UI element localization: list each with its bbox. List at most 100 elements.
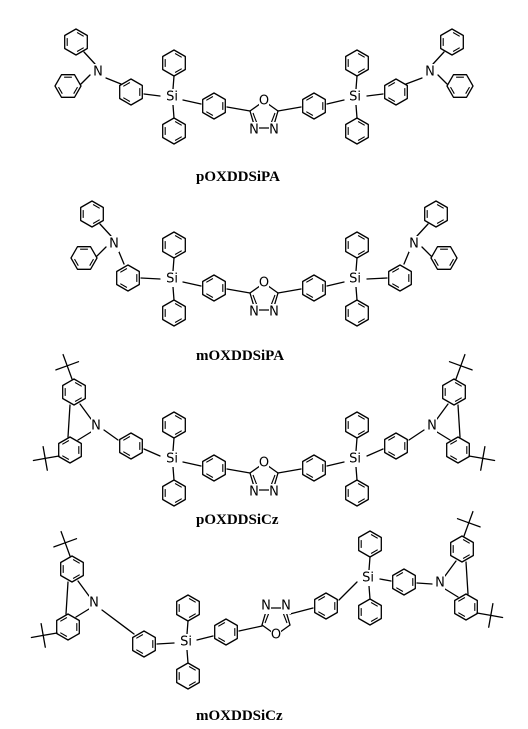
double-bond xyxy=(465,86,470,94)
double-bond xyxy=(357,136,365,141)
bond xyxy=(355,104,358,119)
double-bond xyxy=(174,121,182,126)
benzene-ring xyxy=(345,299,369,327)
bond xyxy=(118,251,125,265)
bond xyxy=(77,431,92,441)
double-bond xyxy=(388,451,396,456)
double-bond xyxy=(136,649,144,654)
bond xyxy=(456,518,470,524)
bond xyxy=(460,365,473,371)
double-bond xyxy=(357,53,365,58)
nitrogen-atom: N xyxy=(249,305,259,320)
double-bond xyxy=(188,613,196,618)
double-bond xyxy=(452,47,460,52)
double-bond xyxy=(370,534,378,539)
nitrogen-atom-knockout xyxy=(425,64,435,80)
bond xyxy=(226,468,251,474)
bond xyxy=(326,461,345,467)
bond-layer xyxy=(30,28,504,690)
double-bond xyxy=(76,47,84,52)
benzene-ring xyxy=(446,74,474,98)
bond xyxy=(379,578,392,582)
benzene-ring xyxy=(162,49,186,77)
nitrogen-atom-knockout xyxy=(269,484,279,500)
silicon-atom-knockout xyxy=(359,570,377,586)
double-bond xyxy=(73,86,78,94)
nitrogen-atom-knockout xyxy=(409,236,419,252)
bond xyxy=(66,365,73,380)
double-bond xyxy=(174,136,182,141)
double-bond xyxy=(462,539,470,544)
nitrogen-atom: N xyxy=(269,485,279,500)
bond xyxy=(172,466,175,481)
nitrogen-atom: N xyxy=(269,123,279,138)
double-bond xyxy=(120,268,128,273)
bond xyxy=(238,625,263,632)
double-bond xyxy=(449,258,454,266)
silicon-atom-knockout xyxy=(163,271,181,287)
silicon-atom-knockout xyxy=(346,451,364,467)
nitrogen-atom: N xyxy=(109,237,119,252)
double-bond xyxy=(357,235,365,240)
benzene-ring xyxy=(314,592,338,620)
benzene-ring xyxy=(132,630,156,658)
benzene-ring xyxy=(384,78,408,106)
benzene-ring xyxy=(214,618,238,646)
double-bond xyxy=(396,572,404,577)
bond xyxy=(140,277,161,280)
nitrogen-atom: N xyxy=(409,237,419,252)
nitrogen-atom-knockout xyxy=(435,575,445,591)
bond xyxy=(186,649,189,664)
double-bond xyxy=(74,382,82,387)
double-bond xyxy=(357,498,365,503)
bond xyxy=(172,75,175,90)
bond xyxy=(172,104,175,119)
bond xyxy=(66,361,80,367)
double-bond xyxy=(436,204,444,209)
double-bond xyxy=(306,278,314,283)
double-bond xyxy=(89,258,94,266)
double-bond xyxy=(388,82,396,87)
double-bond xyxy=(450,440,458,445)
bond xyxy=(436,403,449,420)
bond xyxy=(60,530,66,544)
nitrogen-atom: N xyxy=(249,485,259,500)
nitrogen-atom-knockout xyxy=(269,122,279,138)
bond xyxy=(42,632,58,637)
benzene-ring xyxy=(430,246,458,270)
benzene-ring xyxy=(202,92,226,120)
double-bond xyxy=(174,68,182,73)
double-bond xyxy=(392,283,400,288)
bond xyxy=(448,361,462,367)
bond xyxy=(101,609,135,635)
bond xyxy=(103,429,119,441)
bond xyxy=(482,457,496,462)
bond xyxy=(226,106,251,112)
bond xyxy=(32,457,46,462)
nitrogen-atom-knockout xyxy=(281,598,291,614)
bond xyxy=(42,634,46,648)
bond xyxy=(156,642,175,645)
benzene-ring xyxy=(202,454,226,482)
benzene-ring xyxy=(202,274,226,302)
bond xyxy=(476,612,492,617)
double-bond xyxy=(396,587,404,592)
bond xyxy=(172,437,175,452)
benzene-ring xyxy=(116,264,140,292)
oxygen-atom: O xyxy=(259,456,269,471)
double-bond xyxy=(188,666,196,671)
benzene-ring xyxy=(345,479,369,507)
double-bond xyxy=(306,293,314,298)
double-bond xyxy=(174,303,182,308)
bond xyxy=(64,538,78,544)
double-bond xyxy=(92,219,100,224)
bond xyxy=(437,74,448,85)
benzene-ring xyxy=(56,613,80,641)
double-bond xyxy=(174,235,182,240)
bond xyxy=(80,74,91,85)
bond xyxy=(64,542,71,557)
benzene-ring xyxy=(162,299,186,327)
double-bond xyxy=(188,681,196,686)
